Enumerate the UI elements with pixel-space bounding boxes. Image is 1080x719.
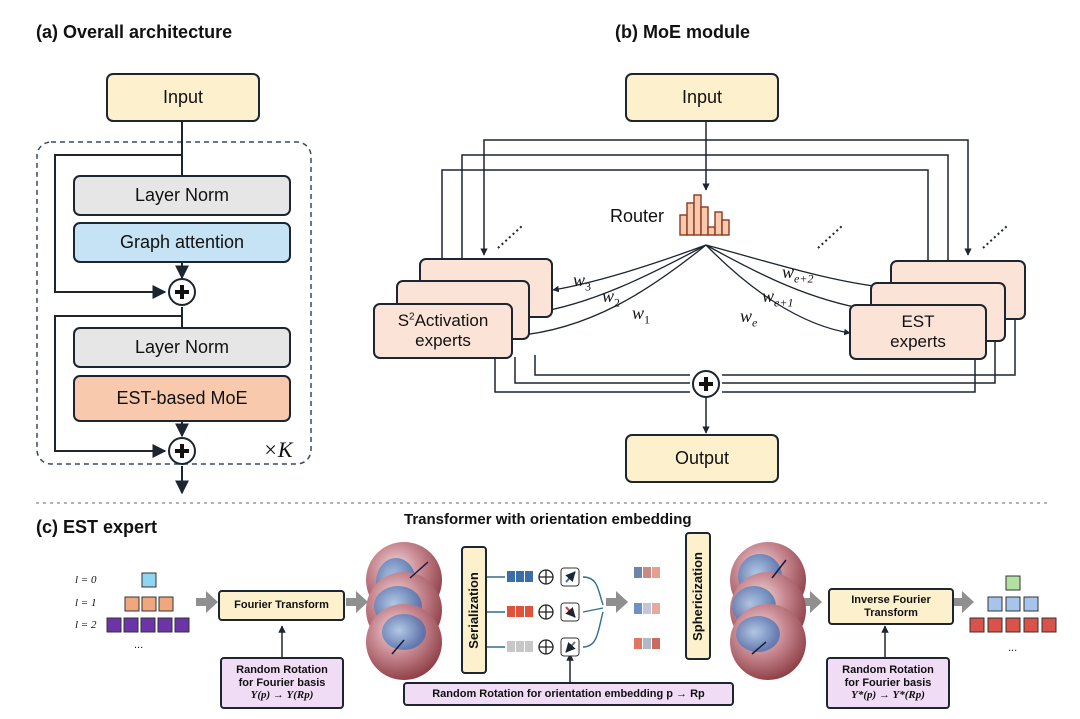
est-experts: EST experts <box>849 304 987 360</box>
transformer-title: Transformer with orientation embedding <box>404 511 692 528</box>
l0-label: l = 0 <box>75 574 97 586</box>
panel-a-layer-norm-1: Layer Norm <box>73 175 291 216</box>
l-more-label: ... <box>134 639 144 651</box>
weight-w3: w3 <box>573 270 592 294</box>
repeat-k-label: ×K <box>263 437 293 462</box>
weight-we1: we+1 <box>762 286 794 310</box>
panel-a-title: (a) Overall architecture <box>36 22 233 42</box>
weight-we2: we+2 <box>782 262 814 286</box>
panel-b-input: Input <box>625 73 779 122</box>
inverse-fourier-box: Inverse Fourier Transform <box>828 588 954 625</box>
panel-b-title: (b) MoE module <box>615 22 750 42</box>
serialized-tokens <box>507 567 580 657</box>
panel-c-title: (c) EST expert <box>36 517 158 537</box>
l2-label: l = 2 <box>75 619 97 631</box>
panel-b-output: Output <box>625 434 779 483</box>
weight-we: we <box>740 306 758 330</box>
rr-fourier-basis-box: Random Rotation for Fourier basis Y(p) →… <box>220 657 344 709</box>
panel-a-graph-attention: Graph attention <box>73 222 291 263</box>
weight-w1: w1 <box>632 303 651 327</box>
l1-label: l = 1 <box>75 597 97 609</box>
flow-arrows <box>196 591 974 613</box>
sphere-stack-right <box>730 542 806 680</box>
rr-inverse-fourier-basis-box: Random Rotation for Fourier basis Y*(p) … <box>826 657 950 709</box>
serialization-bar: Serialization <box>461 546 487 674</box>
sphericization-bar: Sphericization <box>685 532 711 660</box>
input-token-pyramid <box>106 572 190 633</box>
panel-a-input: Input <box>106 73 260 122</box>
router-histogram-icon <box>679 194 730 236</box>
repeat-block-frame <box>36 141 312 465</box>
output-token-pyramid <box>969 575 1057 633</box>
s2-activation-experts: S2Activation experts <box>373 303 513 359</box>
router-label: Router <box>610 206 665 226</box>
rr-orientation-embedding-box: Random Rotation for orientation embeddin… <box>403 682 734 706</box>
panel-a-moe: EST-based MoE <box>73 375 291 422</box>
weight-w2: w2 <box>602 286 621 310</box>
output-more-label: ... <box>1008 642 1018 654</box>
sphere-stack-left <box>366 542 442 680</box>
fourier-transform-box: Fourier Transform <box>218 590 345 621</box>
panel-a-layer-norm-2: Layer Norm <box>73 327 291 368</box>
mixed-tokens <box>634 567 660 649</box>
